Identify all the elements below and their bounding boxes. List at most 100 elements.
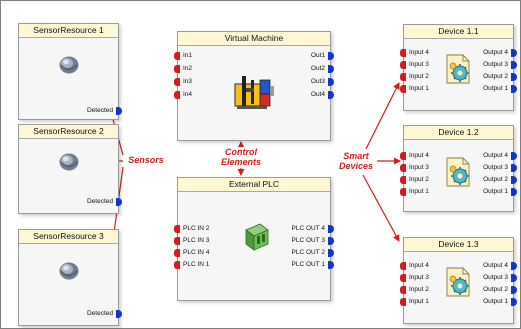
input-port-in4[interactable]: In4 bbox=[174, 91, 214, 99]
input-pin[interactable] bbox=[174, 249, 180, 257]
virtual-machine-block[interactable]: Virtual Machine In1 In2 In3 In4 Out1 Out… bbox=[174, 31, 334, 141]
input-pin[interactable] bbox=[174, 225, 180, 233]
input-pin[interactable] bbox=[400, 188, 406, 196]
device-input-port-1[interactable]: Input 1 bbox=[400, 188, 440, 196]
input-port-in3[interactable]: In3 bbox=[174, 78, 214, 86]
device-1-2-block[interactable]: Device 1.2 Input 4 Input 3 Input 2 Input… bbox=[400, 125, 517, 212]
port-label: PLC OUT 2 bbox=[291, 249, 325, 256]
callout-line: Devices bbox=[338, 161, 374, 171]
device-input-port-1[interactable]: Input 1 bbox=[400, 298, 440, 306]
device-input-port-4[interactable]: Input 4 bbox=[400, 262, 440, 270]
output-pin[interactable] bbox=[328, 65, 334, 73]
plc-input-port-1[interactable]: PLC IN 1 bbox=[174, 261, 224, 269]
output-pin[interactable] bbox=[511, 298, 517, 306]
output-pin[interactable] bbox=[116, 198, 122, 206]
output-pin[interactable] bbox=[511, 61, 517, 69]
device-input-port-4[interactable]: Input 4 bbox=[400, 49, 440, 57]
device-output-port-4[interactable]: Output 4 bbox=[473, 262, 517, 270]
output-pin[interactable] bbox=[511, 152, 517, 160]
detected-output-port[interactable]: Detected bbox=[62, 107, 122, 115]
input-pin[interactable] bbox=[400, 298, 406, 306]
sensor-resource-3-block[interactable]: SensorResource 3 Detected bbox=[18, 229, 122, 326]
device-output-port-3[interactable]: Output 3 bbox=[473, 61, 517, 69]
detected-output-port[interactable]: Detected bbox=[62, 198, 122, 206]
output-pin[interactable] bbox=[511, 73, 517, 81]
output-pin[interactable] bbox=[328, 52, 334, 60]
output-pin[interactable] bbox=[511, 85, 517, 93]
output-port-out4[interactable]: Out4 bbox=[294, 91, 334, 99]
device-input-port-2[interactable]: Input 2 bbox=[400, 286, 440, 294]
device-input-port-4[interactable]: Input 4 bbox=[400, 152, 440, 160]
device-1-1-block[interactable]: Device 1.1 Input 4 Input 3 Input 2 Input… bbox=[400, 24, 517, 111]
output-pin[interactable] bbox=[328, 249, 334, 257]
output-pin[interactable] bbox=[511, 188, 517, 196]
input-pin[interactable] bbox=[400, 73, 406, 81]
output-pin[interactable] bbox=[328, 91, 334, 99]
output-pin[interactable] bbox=[511, 274, 517, 282]
plc-output-port-3[interactable]: PLC OUT 3 bbox=[280, 237, 334, 245]
port-label: PLC OUT 1 bbox=[291, 261, 325, 268]
output-pin[interactable] bbox=[328, 78, 334, 86]
detected-output-port[interactable]: Detected bbox=[62, 310, 122, 318]
output-pin[interactable] bbox=[116, 107, 122, 115]
device-output-port-1[interactable]: Output 1 bbox=[473, 85, 517, 93]
plc-input-port-4[interactable]: PLC IN 4 bbox=[174, 249, 224, 257]
input-pin[interactable] bbox=[400, 274, 406, 282]
input-pin[interactable] bbox=[174, 78, 180, 86]
output-pin[interactable] bbox=[328, 237, 334, 245]
sensor-resource-2-block[interactable]: SensorResource 2 Detected bbox=[18, 124, 122, 214]
device-1-3-block[interactable]: Device 1.3 Input 4 Input 3 Input 2 Input… bbox=[400, 237, 517, 324]
external-plc-block[interactable]: External PLC PLC IN 2 PLC IN 3 PLC IN 4 … bbox=[174, 177, 334, 301]
output-pin[interactable] bbox=[116, 310, 122, 318]
device-output-port-2[interactable]: Output 2 bbox=[473, 176, 517, 184]
port-label: Input 2 bbox=[409, 286, 429, 293]
output-pin[interactable] bbox=[511, 286, 517, 294]
device-output-port-4[interactable]: Output 4 bbox=[473, 49, 517, 57]
input-pin[interactable] bbox=[400, 49, 406, 57]
input-pin[interactable] bbox=[400, 286, 406, 294]
input-pin[interactable] bbox=[174, 91, 180, 99]
input-pin[interactable] bbox=[400, 164, 406, 172]
device-input-port-3[interactable]: Input 3 bbox=[400, 164, 440, 172]
device-output-port-4[interactable]: Output 4 bbox=[473, 152, 517, 160]
output-port-out1[interactable]: Out1 bbox=[294, 52, 334, 60]
device-output-port-2[interactable]: Output 2 bbox=[473, 73, 517, 81]
input-pin[interactable] bbox=[174, 261, 180, 269]
device-output-port-1[interactable]: Output 1 bbox=[473, 298, 517, 306]
input-pin[interactable] bbox=[174, 52, 180, 60]
port-label: Input 2 bbox=[409, 73, 429, 80]
input-pin[interactable] bbox=[400, 152, 406, 160]
input-pin[interactable] bbox=[400, 85, 406, 93]
device-input-port-2[interactable]: Input 2 bbox=[400, 73, 440, 81]
output-port-out3[interactable]: Out3 bbox=[294, 78, 334, 86]
device-input-port-3[interactable]: Input 3 bbox=[400, 274, 440, 282]
input-port-in1[interactable]: In1 bbox=[174, 52, 214, 60]
device-input-port-3[interactable]: Input 3 bbox=[400, 61, 440, 69]
output-pin[interactable] bbox=[511, 262, 517, 270]
port-label: Input 3 bbox=[409, 164, 429, 171]
device-output-port-3[interactable]: Output 3 bbox=[473, 274, 517, 282]
sensor-resource-1-block[interactable]: SensorResource 1 Detected bbox=[18, 23, 122, 120]
device-output-port-2[interactable]: Output 2 bbox=[473, 286, 517, 294]
input-pin[interactable] bbox=[400, 176, 406, 184]
plc-input-port-2[interactable]: PLC IN 2 bbox=[174, 225, 224, 233]
output-pin[interactable] bbox=[511, 164, 517, 172]
input-pin[interactable] bbox=[174, 237, 180, 245]
output-pin[interactable] bbox=[328, 261, 334, 269]
plc-input-port-3[interactable]: PLC IN 3 bbox=[174, 237, 224, 245]
device-output-port-3[interactable]: Output 3 bbox=[473, 164, 517, 172]
plc-output-port-4[interactable]: PLC OUT 4 bbox=[280, 225, 334, 233]
output-pin[interactable] bbox=[511, 49, 517, 57]
output-port-out2[interactable]: Out2 bbox=[294, 65, 334, 73]
input-pin[interactable] bbox=[174, 65, 180, 73]
plc-output-port-2[interactable]: PLC OUT 2 bbox=[280, 249, 334, 257]
device-output-port-1[interactable]: Output 1 bbox=[473, 188, 517, 196]
output-pin[interactable] bbox=[328, 225, 334, 233]
input-pin[interactable] bbox=[400, 61, 406, 69]
plc-output-port-1[interactable]: PLC OUT 1 bbox=[280, 261, 334, 269]
output-pin[interactable] bbox=[511, 176, 517, 184]
input-port-in2[interactable]: In2 bbox=[174, 65, 214, 73]
device-input-port-1[interactable]: Input 1 bbox=[400, 85, 440, 93]
device-input-port-2[interactable]: Input 2 bbox=[400, 176, 440, 184]
input-pin[interactable] bbox=[400, 262, 406, 270]
